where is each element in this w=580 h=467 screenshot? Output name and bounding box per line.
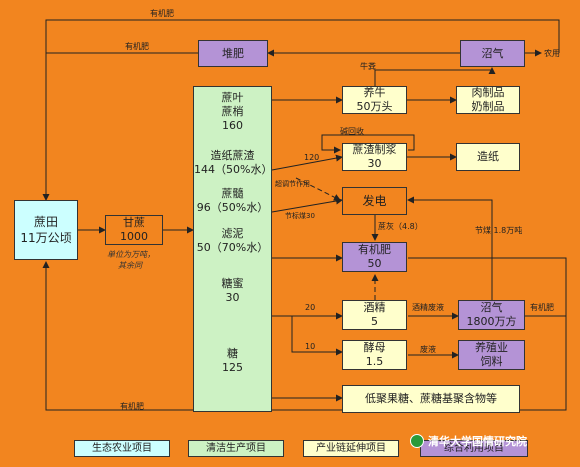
- sugar-factory-column: 蔗叶 蔗梢 160 造纸蔗渣 144（50%水） 蔗髓 96（50%水） 滤泥 …: [193, 86, 272, 412]
- label-jiegmei: 节标煤30: [285, 212, 315, 220]
- fadian-label: 发电: [362, 194, 387, 208]
- label-youjifei-top2: 有机肥: [125, 42, 149, 51]
- zheye-value: 160: [222, 119, 243, 132]
- zheye-label: 蔗叶: [221, 91, 244, 104]
- zhaoqi-mid-value: 1800万方: [466, 315, 517, 328]
- zhetian-label: 蔗田: [33, 215, 58, 229]
- label-120: 120: [304, 153, 320, 162]
- zheye-group: 蔗叶 蔗梢 160: [222, 91, 244, 133]
- rouzhipin-label: 肉制品: [471, 86, 505, 99]
- youjifei-mid-value: 50: [367, 257, 382, 270]
- arrow-dashed-chaoliang: [295, 177, 341, 201]
- label-niufen: 牛粪: [360, 62, 376, 71]
- wechat-logo-icon: [410, 434, 424, 448]
- youjifei-mid-label: 有机肥: [358, 243, 391, 256]
- label-10: 10: [305, 342, 316, 351]
- ganzhe-value: 1000: [120, 230, 148, 243]
- arrow-zhaoqi-fadian: [407, 196, 493, 300]
- label-jiujingfeiye: 酒精废液: [412, 303, 444, 312]
- watermark-text: 清华大学国情研究院: [428, 435, 527, 448]
- label-feiye: 废液: [420, 345, 436, 354]
- tang-group: 糖 125: [222, 347, 243, 375]
- tangmi-group: 糖蜜 30: [222, 277, 244, 305]
- youjifei-mid-box: 有机肥 50: [342, 242, 407, 272]
- naizhipin-label: 奶制品: [471, 100, 505, 113]
- yangzhi-box: 养殖业 饲料: [458, 340, 525, 370]
- jiujing-value: 5: [371, 315, 378, 328]
- label-jiemei18: 节煤 1.8万吨: [475, 226, 523, 235]
- zhaoqi-top-box: 沼气: [460, 40, 525, 67]
- ganzhe-box: 甘蔗 1000: [105, 215, 163, 245]
- zhezha-value: 144（50%水）: [194, 163, 273, 176]
- label-youjifei-bottom: 有机肥: [120, 402, 144, 411]
- tang-label: 糖: [227, 347, 238, 360]
- label-youjifei-top1: 有机肥: [150, 9, 174, 18]
- arrow-jianhuishou: [321, 134, 415, 154]
- lvni-group: 滤泥 50（70%水）: [197, 227, 268, 255]
- legend-eco: 生态农业项目: [74, 440, 170, 457]
- zhazhijiang-label: 蔗渣制浆: [352, 143, 397, 156]
- jiujing-label: 酒精: [363, 301, 386, 314]
- zhezha-group: 造纸蔗渣 144（50%水）: [194, 149, 273, 177]
- lvni-value: 50（70%水）: [196, 241, 269, 254]
- dijuguotang-label: 低聚果糖、蔗糖基聚含物等: [365, 392, 497, 405]
- zhaoqi-top-label: 沼气: [481, 46, 504, 60]
- zhaoqi-mid-box: 沼气 1800万方: [458, 300, 525, 330]
- jiaomu-label: 酵母: [363, 341, 386, 354]
- duifei-label: 堆肥: [222, 46, 244, 60]
- zhazhijiang-value: 30: [367, 157, 382, 170]
- ganzhe-label: 甘蔗: [123, 216, 145, 229]
- zaozhi-box: 造纸: [456, 143, 520, 171]
- tangmi-label: 糖蜜: [221, 277, 244, 290]
- siliao-label: 饲料: [480, 355, 503, 368]
- watermark: 清华大学国情研究院: [410, 432, 527, 450]
- legend-clean: 清洁生产项目: [188, 440, 284, 457]
- zheshao-label: 蔗梢: [221, 105, 244, 118]
- arrow-zhezha-zhijiang: [271, 154, 343, 171]
- yangniu-value: 50万头: [356, 100, 393, 113]
- label-danwei-2: 其余同: [118, 261, 142, 270]
- label-nongyong: 农用: [544, 49, 560, 58]
- label-20: 20: [305, 303, 316, 312]
- duifei-box: 堆肥: [198, 40, 268, 67]
- arrow-niufen: [374, 67, 496, 86]
- lvni-label: 滤泥: [221, 227, 244, 240]
- zhesui-group: 蔗髓 96（50%水）: [197, 187, 268, 215]
- label-danwei-1: 单位为万吨，: [107, 250, 155, 259]
- tangmi-value: 30: [225, 291, 240, 304]
- fadian-box: 发电: [342, 187, 407, 215]
- arrow-youjifei-right: [42, 257, 567, 411]
- label-jianhuishou: 碱回收: [340, 127, 364, 136]
- legend-comprehensive: 综合利用项目: [420, 440, 528, 457]
- arrow-top-youjifei: [42, 19, 560, 201]
- zhetian-value: 11万公顷: [20, 231, 72, 245]
- zhezha-label: 造纸蔗渣: [210, 149, 255, 162]
- yangniu-box: 养牛 50万头: [342, 86, 407, 114]
- zaozhi-label: 造纸: [477, 150, 499, 163]
- jiaomu-box: 酵母 1.5: [342, 340, 407, 370]
- zhaoqi-mid-label: 沼气: [480, 301, 503, 314]
- label-zhehui: 蔗灰（4.8）: [378, 222, 423, 231]
- jiujing-box: 酒精 5: [342, 300, 407, 330]
- label-youjifei-right: 有机肥: [530, 303, 554, 312]
- zhesui-label: 蔗髓: [221, 187, 244, 200]
- arrow-tangmi-jiaomu: [291, 316, 343, 356]
- legend-industry: 产业链延伸项目: [303, 440, 399, 457]
- yangzhi-label: 养殖业: [475, 341, 508, 354]
- label-chaoliang: 超调节作用: [275, 180, 310, 188]
- yangniu-label: 养牛: [363, 86, 386, 99]
- zhetian-box: 蔗田 11万公顷: [14, 200, 78, 260]
- zhazhijiang-box: 蔗渣制浆 30: [342, 143, 407, 171]
- tang-value: 125: [222, 361, 243, 374]
- zhesui-value: 96（50%水）: [196, 201, 269, 214]
- dijuguotang-box: 低聚果糖、蔗糖基聚含物等: [342, 385, 520, 413]
- rouzhipin-box: 肉制品 奶制品: [456, 86, 520, 114]
- jiaomu-value: 1.5: [365, 355, 384, 368]
- arrow-zhesui-fadian: [271, 197, 343, 213]
